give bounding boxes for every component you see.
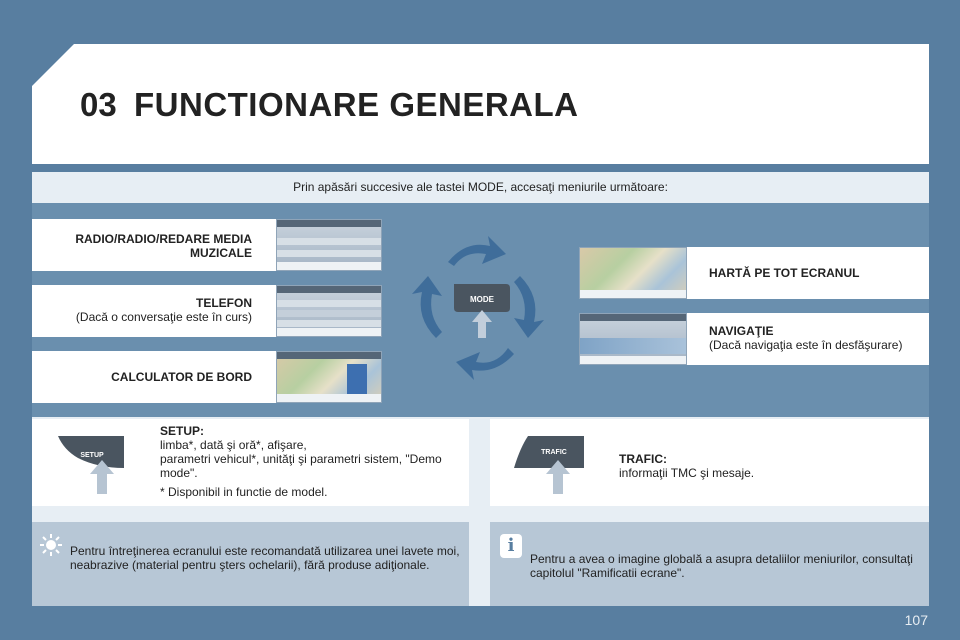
mode-navigation: NAVIGAŢIE (Dacă navigaţia este în desfăş…	[687, 313, 929, 365]
chapter-number: 03	[80, 86, 117, 123]
mode-fullmap: HARTĂ PE TOT ECRANUL	[687, 247, 929, 299]
mode-phone-sub: (Dacă o conversaţie este în curs)	[75, 310, 252, 324]
setup-key-label: SETUP	[80, 452, 104, 459]
arrow-left-icon	[412, 276, 442, 338]
arrow-bottom-icon	[456, 348, 514, 380]
info-text: Pentru a avea o imagine globală a asupra…	[530, 552, 913, 580]
mode-fullmap-label: HARTĂ PE TOT ECRANUL	[709, 266, 860, 280]
mode-navigation-label: NAVIGAŢIE	[709, 324, 774, 338]
info-box: i Pentru a avea o imagine globală a asup…	[490, 522, 929, 606]
setup-line2: parametri vehicul*, unităţi şi parametri…	[160, 452, 442, 480]
mode-radio-label-2: MUZICALE	[190, 246, 252, 260]
arrow-right-icon	[514, 276, 544, 338]
traffic-title: TRAFIC:	[619, 452, 667, 466]
mode-trip-computer-label: CALCULATOR DE BORD	[111, 370, 252, 384]
setup-note: * Disponibil in functie de model.	[160, 485, 328, 499]
traffic-key-label: TRAFIC	[541, 449, 567, 456]
setup-press-arrow-icon	[90, 460, 114, 494]
chapter-header	[32, 44, 929, 164]
tip-box: Pentru întreţinerea ecranului este recom…	[32, 522, 469, 606]
setup-title: SETUP:	[160, 424, 205, 438]
setup-key-icon	[58, 436, 124, 468]
setup-line1: limba*, dată şi oră*, afişare,	[160, 438, 307, 452]
press-arrow-icon	[472, 310, 492, 338]
traffic-text: TRAFIC: informaţii TMC şi mesaje.	[619, 452, 919, 480]
intro-text: Prin apăsări succesive ale tastei MODE, …	[293, 180, 668, 194]
setup-text: SETUP: limba*, dată şi oră*, afişare, pa…	[160, 424, 460, 499]
traffic-key-icon	[514, 436, 584, 468]
traffic-press-arrow-icon	[546, 460, 570, 494]
sun-icon	[40, 534, 62, 556]
mode-trip-computer: CALCULATOR DE BORD	[32, 351, 276, 403]
mode-radio-label: RADIO/RADIO/REDARE MEDIA	[75, 232, 252, 246]
mode-cycle-diagram: MODE	[412, 236, 544, 380]
tip-text: Pentru întreţinerea ecranului este recom…	[70, 544, 460, 572]
mode-navigation-sub: (Dacă navigaţia este în desfăşurare)	[709, 338, 903, 352]
mode-key-label: MODE	[470, 295, 495, 304]
mode-key-icon	[454, 284, 510, 312]
page-number: 107	[904, 612, 928, 628]
mode-phone-label: TELEFON	[196, 296, 252, 310]
mode-radio: RADIO/RADIO/REDARE MEDIA MUZICALE	[32, 219, 276, 271]
screen-trip-computer	[276, 351, 382, 403]
traffic-line1: informaţii TMC şi mesaje.	[619, 466, 755, 480]
page-title: FUNCTIONARE GENERALA	[134, 86, 579, 123]
traffic-key-diagram: TRAFIC	[514, 436, 584, 494]
setup-key-diagram: SETUP	[58, 436, 124, 494]
screen-radio	[276, 219, 382, 271]
mode-phone: TELEFON (Dacă o conversaţie este în curs…	[32, 285, 276, 337]
screen-fullmap	[579, 247, 687, 299]
arrow-top-icon	[448, 236, 506, 266]
screen-navigation	[579, 313, 687, 365]
screen-phone	[276, 285, 382, 337]
info-icon: i	[500, 534, 522, 558]
